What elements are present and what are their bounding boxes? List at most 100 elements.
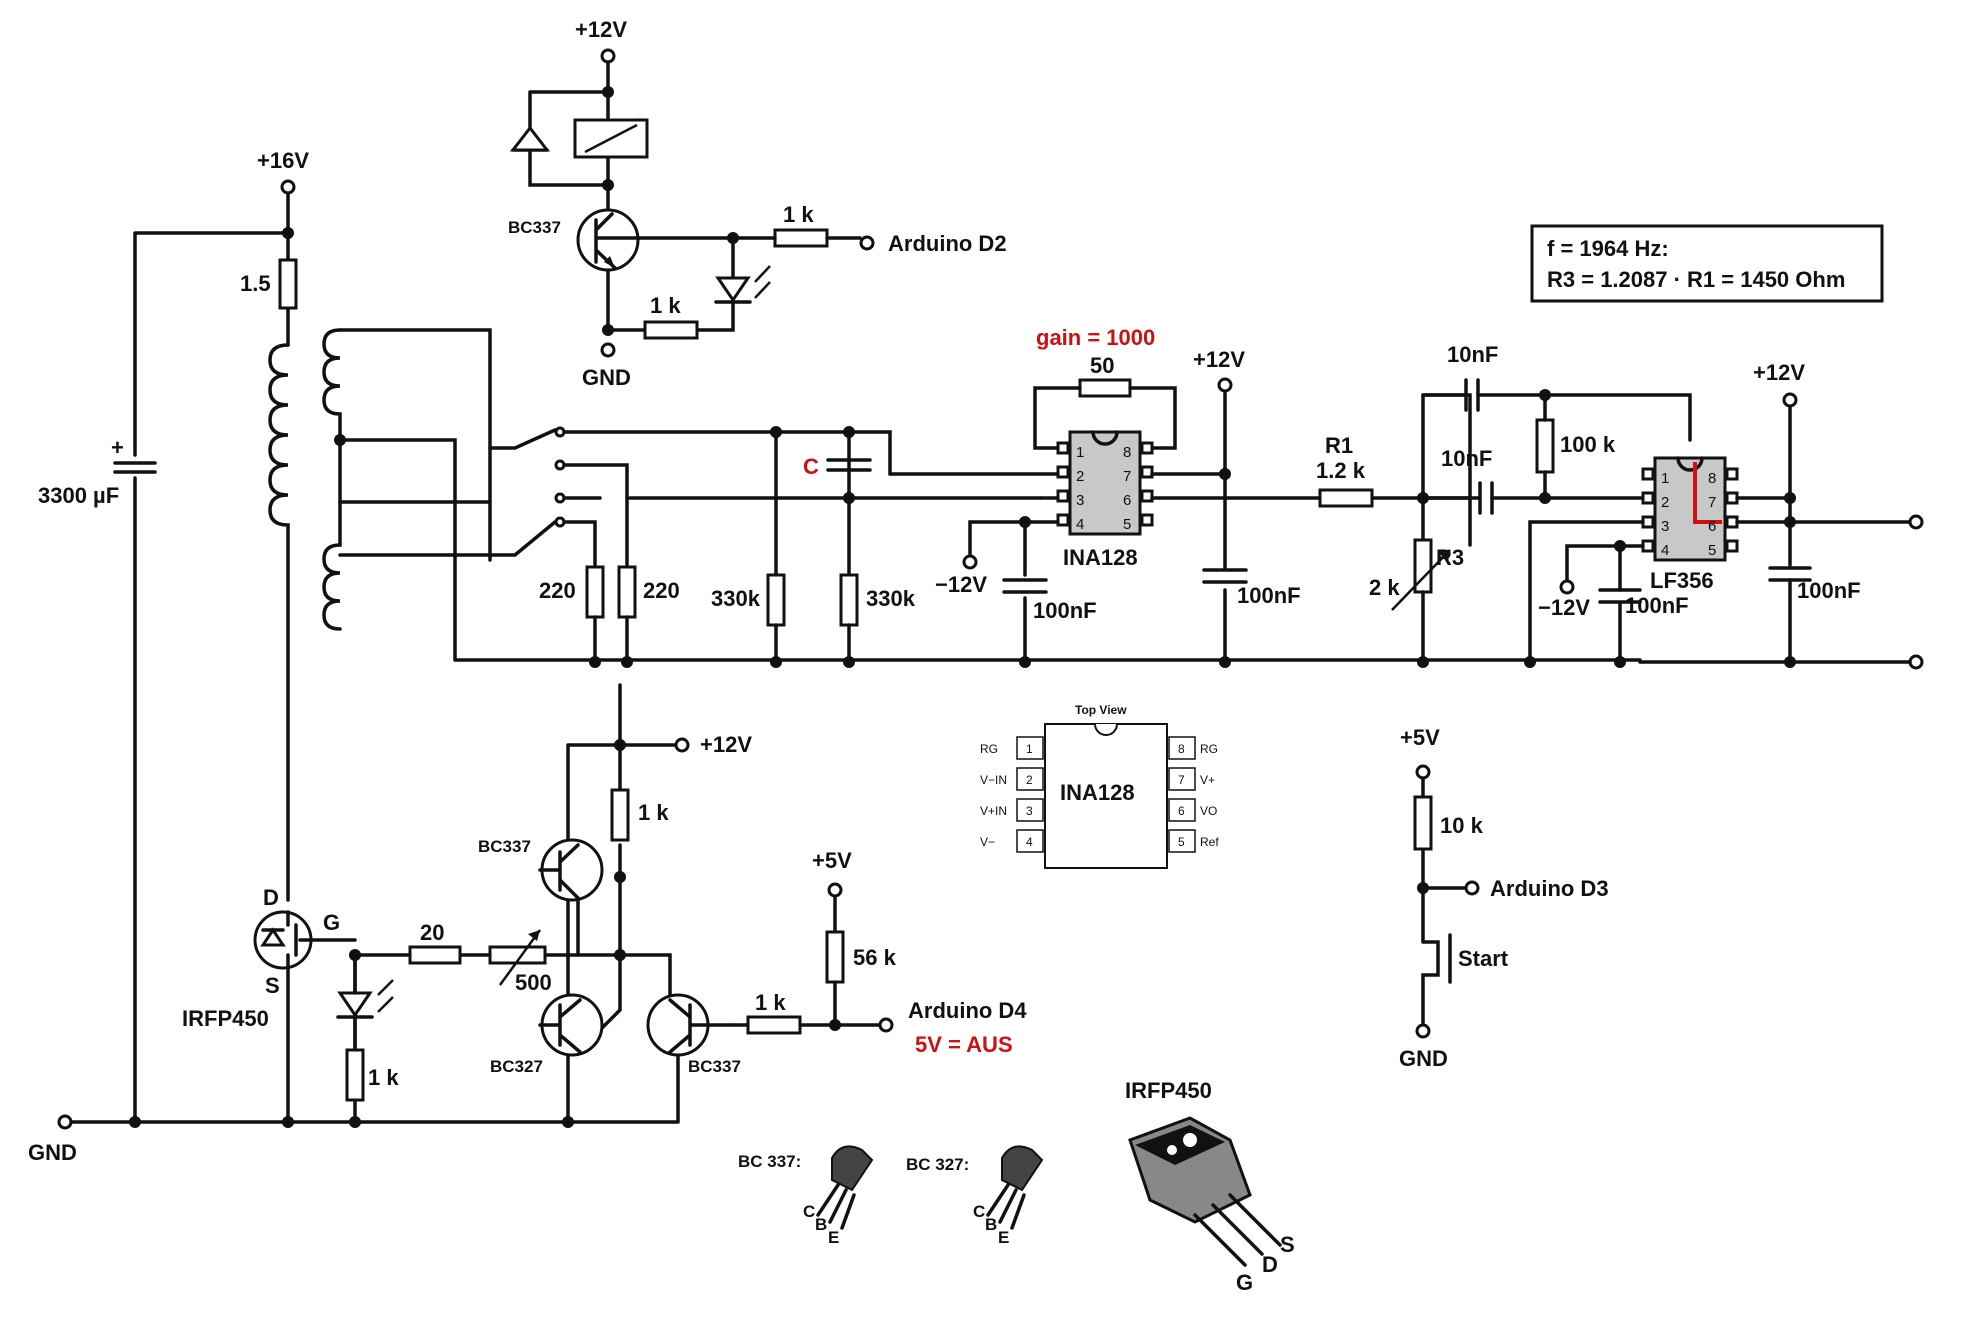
svg-text:6: 6 xyxy=(1708,518,1716,535)
r1-resistor xyxy=(1318,488,1374,508)
label-p5-start: +5V xyxy=(1400,725,1440,750)
power-section: +16V + 3300 µF 1.5 xyxy=(38,148,1642,1119)
svg-text:5: 5 xyxy=(1708,542,1716,559)
svg-text:1: 1 xyxy=(1076,444,1084,461)
driver-r-base xyxy=(746,1015,802,1035)
svg-text:7: 7 xyxy=(1123,468,1131,485)
label-mosfet-s: S xyxy=(265,973,280,998)
start-section: +5V 10 k Arduino D3 Start GND xyxy=(1399,725,1609,1071)
label-driver-rled: 1 k xyxy=(368,1065,399,1090)
svg-text:3: 3 xyxy=(1661,518,1669,535)
svg-text:1: 1 xyxy=(1661,470,1669,487)
label-mosfet-name: IRFP450 xyxy=(182,1006,269,1031)
label-cap-plus: + xyxy=(111,435,124,460)
label-p5-driver: +5V xyxy=(812,848,852,873)
svg-text:4: 4 xyxy=(1026,835,1033,849)
svg-text:S: S xyxy=(1280,1232,1295,1257)
note-line2: R3 = 1.2087 · R1 = 1450 Ohm xyxy=(1547,267,1845,292)
relay-section: +12V BC337 GND 1 k xyxy=(508,17,1007,390)
to247-irfp450: G D S xyxy=(1128,1116,1295,1295)
transistor-bc337-input xyxy=(646,993,732,1057)
svg-text:B: B xyxy=(815,1215,827,1234)
label-rg: 50 xyxy=(1090,353,1114,378)
ina128-section: gain = 1000 50 1 2 3 4 8 7 6 5 xyxy=(888,325,1301,668)
label-q-top: BC337 xyxy=(478,837,531,856)
svg-text:7: 7 xyxy=(1708,494,1716,511)
label-ina128: INA128 xyxy=(1063,545,1138,570)
label-start-switch: Start xyxy=(1458,946,1509,971)
r220-right xyxy=(617,565,637,619)
label-relay-rled: 1 k xyxy=(650,293,681,318)
label-gnd-main: GND xyxy=(28,1140,77,1165)
label-gain: gain = 1000 xyxy=(1036,325,1155,350)
package-drawings: BC 337: C B E BC 327: C B E IRFP450 G D … xyxy=(738,1078,1295,1295)
driver-section: GND D G S IRFP450 1 k 20 500 xyxy=(28,683,1027,1165)
label-pot: 500 xyxy=(515,970,552,995)
label-q-in: BC337 xyxy=(688,1057,741,1076)
label-bc327-pkg: BC 327: xyxy=(906,1155,969,1174)
coil xyxy=(268,343,290,902)
label-c2: 10nF xyxy=(1441,446,1492,471)
label-r330a: 330k xyxy=(711,586,761,611)
ina128-chip xyxy=(1068,430,1142,536)
svg-text:6: 6 xyxy=(1123,492,1131,509)
ina128-pinout: Top View INA128 1 2 3 4 8 7 6 5 RG V−IN … xyxy=(980,703,1219,869)
label-shunt: 1.5 xyxy=(240,271,271,296)
start-pullup xyxy=(1413,795,1433,851)
svg-text:V−: V− xyxy=(980,835,995,849)
transistor-bc327-bottom xyxy=(538,993,604,1057)
svg-text:C: C xyxy=(973,1202,985,1221)
r330k-right xyxy=(839,573,859,627)
label-r3-name: R3 xyxy=(1436,545,1464,570)
relay-diode xyxy=(509,125,551,152)
driver-r56k xyxy=(825,930,845,984)
label-p12-driver: +12V xyxy=(700,732,752,757)
pickup-coil xyxy=(322,328,342,631)
svg-text:G: G xyxy=(1236,1270,1253,1295)
label-q-bot: BC327 xyxy=(490,1057,543,1076)
svg-text:Ref: Ref xyxy=(1200,835,1219,849)
mosfet-irfp450 xyxy=(253,910,357,970)
label-arduino-d2: Arduino D2 xyxy=(888,231,1007,256)
label-p12-relay: +12V xyxy=(575,17,627,42)
svg-text:1: 1 xyxy=(1026,742,1033,756)
label-cap-c: C xyxy=(803,454,819,479)
label-start-r: 10 k xyxy=(1440,813,1484,838)
driver-r-led xyxy=(345,1048,365,1102)
svg-text:7: 7 xyxy=(1178,773,1185,787)
svg-text:V+IN: V+IN xyxy=(980,804,1007,818)
formula-note: f = 1964 Hz: R3 = 1.2087 · R1 = 1450 Ohm xyxy=(1530,224,1884,303)
r330k-left xyxy=(766,573,786,627)
label-arduino-d4: Arduino D4 xyxy=(908,998,1027,1023)
label-gnd-relay: GND xyxy=(582,365,631,390)
label-lf356: LF356 xyxy=(1650,568,1714,593)
svg-text:6: 6 xyxy=(1178,804,1185,818)
svg-text:V+: V+ xyxy=(1200,773,1215,787)
svg-text:8: 8 xyxy=(1708,470,1716,487)
label-mosfet-g: G xyxy=(323,910,340,935)
svg-text:4: 4 xyxy=(1661,542,1669,559)
relay-r-base xyxy=(773,228,829,248)
gate-resistor xyxy=(408,945,462,965)
input-network: C 220 220 330k 330k xyxy=(488,426,1043,668)
svg-text:8: 8 xyxy=(1123,444,1131,461)
label-r1-val: 1.2 k xyxy=(1316,458,1366,483)
relay-led xyxy=(714,265,771,304)
relay-r-led xyxy=(643,320,699,340)
svg-text:V−IN: V−IN xyxy=(980,773,1007,787)
svg-text:RG: RG xyxy=(1200,742,1218,756)
label-r56k: 56 k xyxy=(853,945,897,970)
shunt-resistor xyxy=(278,258,298,310)
svg-text:E: E xyxy=(828,1228,839,1247)
label-ina-cap-out: 100nF xyxy=(1237,583,1301,608)
note-line1: f = 1964 Hz: xyxy=(1547,236,1669,261)
terminal-output-gnd xyxy=(1908,654,1924,670)
label-r220b: 220 xyxy=(643,578,680,603)
label-ina-cap: 100nF xyxy=(1033,598,1097,623)
label-m12-lf: −12V xyxy=(1538,595,1590,620)
terminal-p12-relay xyxy=(600,48,616,64)
svg-text:2: 2 xyxy=(1661,494,1669,511)
label-p12-lf: +12V xyxy=(1753,360,1805,385)
svg-text:3: 3 xyxy=(1026,804,1033,818)
